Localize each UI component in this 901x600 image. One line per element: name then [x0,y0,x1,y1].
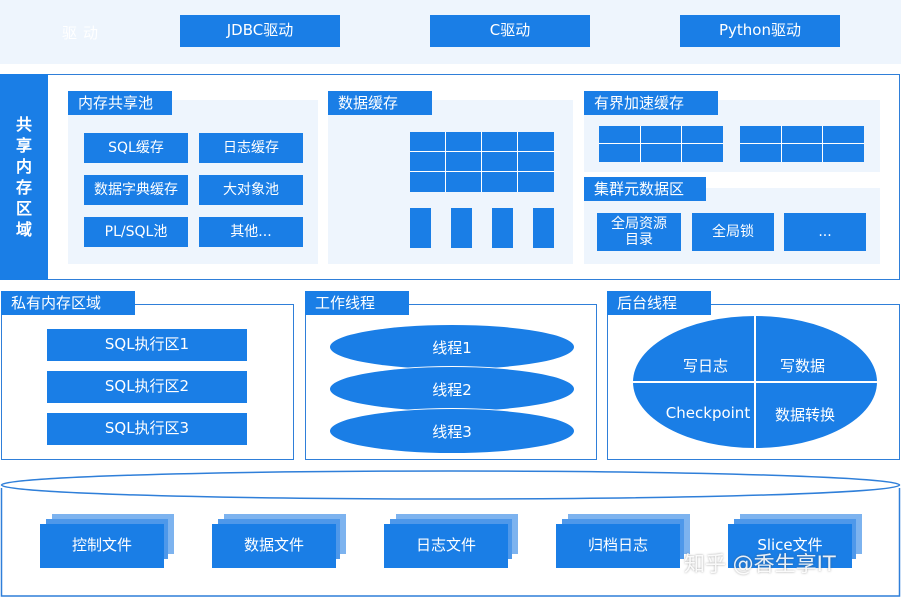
global-lock: 全局锁 [692,213,774,251]
shared-memory-label-char: 存 [15,178,32,197]
data-conversion: 数据转换 [774,406,835,424]
python-driver: Python驱动 [680,15,840,47]
cache-block [410,132,445,151]
log-file: 日志文件 [384,524,508,568]
cache-block [446,132,481,151]
cache-column [410,208,431,248]
background-threads-title: 后台线程 [607,291,711,315]
bounded-cache-block [823,144,864,162]
shared-memory-label-char: 域 [15,220,32,239]
bounded-cache-block [682,144,723,162]
private-memory-title: 私有内存区域 [1,291,135,315]
memory-pool-title: 内存共享池 [68,91,172,115]
background-threads-ellipse [633,316,877,448]
checkpoint: Checkpoint [665,404,751,422]
watermark: 知乎 @香生享IT [684,552,836,576]
bounded-cache-block [823,126,864,143]
bounded-cache-block [641,144,681,162]
other-pool: 其他... [199,217,303,247]
control-file: 控制文件 [40,524,164,568]
worker-threads-title: 工作线程 [305,291,409,315]
bounded-cache-title: 有界加速缓存 [584,91,718,115]
bounded-cache-grid-left [599,126,723,162]
sql-exec-area-2: SQL执行区2 [47,371,247,403]
sql-exec-area-3: SQL执行区3 [47,413,247,445]
cache-block [518,152,554,171]
cluster-meta-more: ... [784,213,866,251]
global-resource-directory: 全局资源 目录 [597,213,681,251]
jdbc-driver: JDBC驱动 [180,15,340,47]
sql-exec-area-1: SQL执行区1 [47,329,247,361]
cache-column [533,208,554,248]
slice-file: Slice文件 [728,524,852,568]
cache-block [482,152,517,171]
cache-column [451,208,472,248]
log-cache: 日志缓存 [199,133,303,163]
cluster-meta-title: 集群元数据区 [584,177,706,201]
write-log: 写日志 [682,357,728,375]
plsql-pool: PL/SQL池 [84,217,188,247]
shared-memory-label-char: 内 [15,157,32,176]
cache-block [482,172,517,192]
shared-memory-label-char: 区 [15,199,32,218]
cache-column [492,208,513,248]
data-cache-grid [410,132,554,192]
data-cache-title: 数据缓存 [328,91,432,115]
sql-cache: SQL缓存 [84,133,188,163]
bounded-cache-block [599,126,640,143]
bounded-cache-block [599,144,640,162]
bounded-cache-block [641,126,681,143]
data-dictionary-cache: 数据字典缓存 [84,175,188,205]
thread-3: 线程3 [329,408,575,454]
cache-block [410,152,445,171]
cylinder-top [0,470,901,500]
cache-block [482,132,517,151]
cache-block [446,152,481,171]
shared-memory-label-bar: 共 享 内 存 区 域 [0,74,48,280]
c-driver: C驱动 [430,15,590,47]
write-data: 写数据 [779,357,825,375]
large-object-pool: 大对象池 [199,175,303,205]
cache-block [446,172,481,192]
driver-band-label: 驱动 [62,24,105,42]
bounded-cache-block [682,126,723,143]
thread-2: 线程2 [329,366,575,412]
shared-memory-label-char: 共 [15,115,32,134]
cache-block [518,172,554,192]
data-file: 数据文件 [212,524,336,568]
bounded-cache-grid-right [740,126,864,162]
cache-block [410,172,445,192]
thread-1: 线程1 [329,324,575,370]
shared-memory-label-char: 享 [15,136,32,155]
cache-block [518,132,554,151]
bounded-cache-block [782,126,822,143]
ellipse-divider-vertical [754,316,756,448]
bounded-cache-block [740,144,781,162]
bounded-cache-block [782,144,822,162]
archive-log: 归档日志 [556,524,680,568]
bounded-cache-block [740,126,781,143]
